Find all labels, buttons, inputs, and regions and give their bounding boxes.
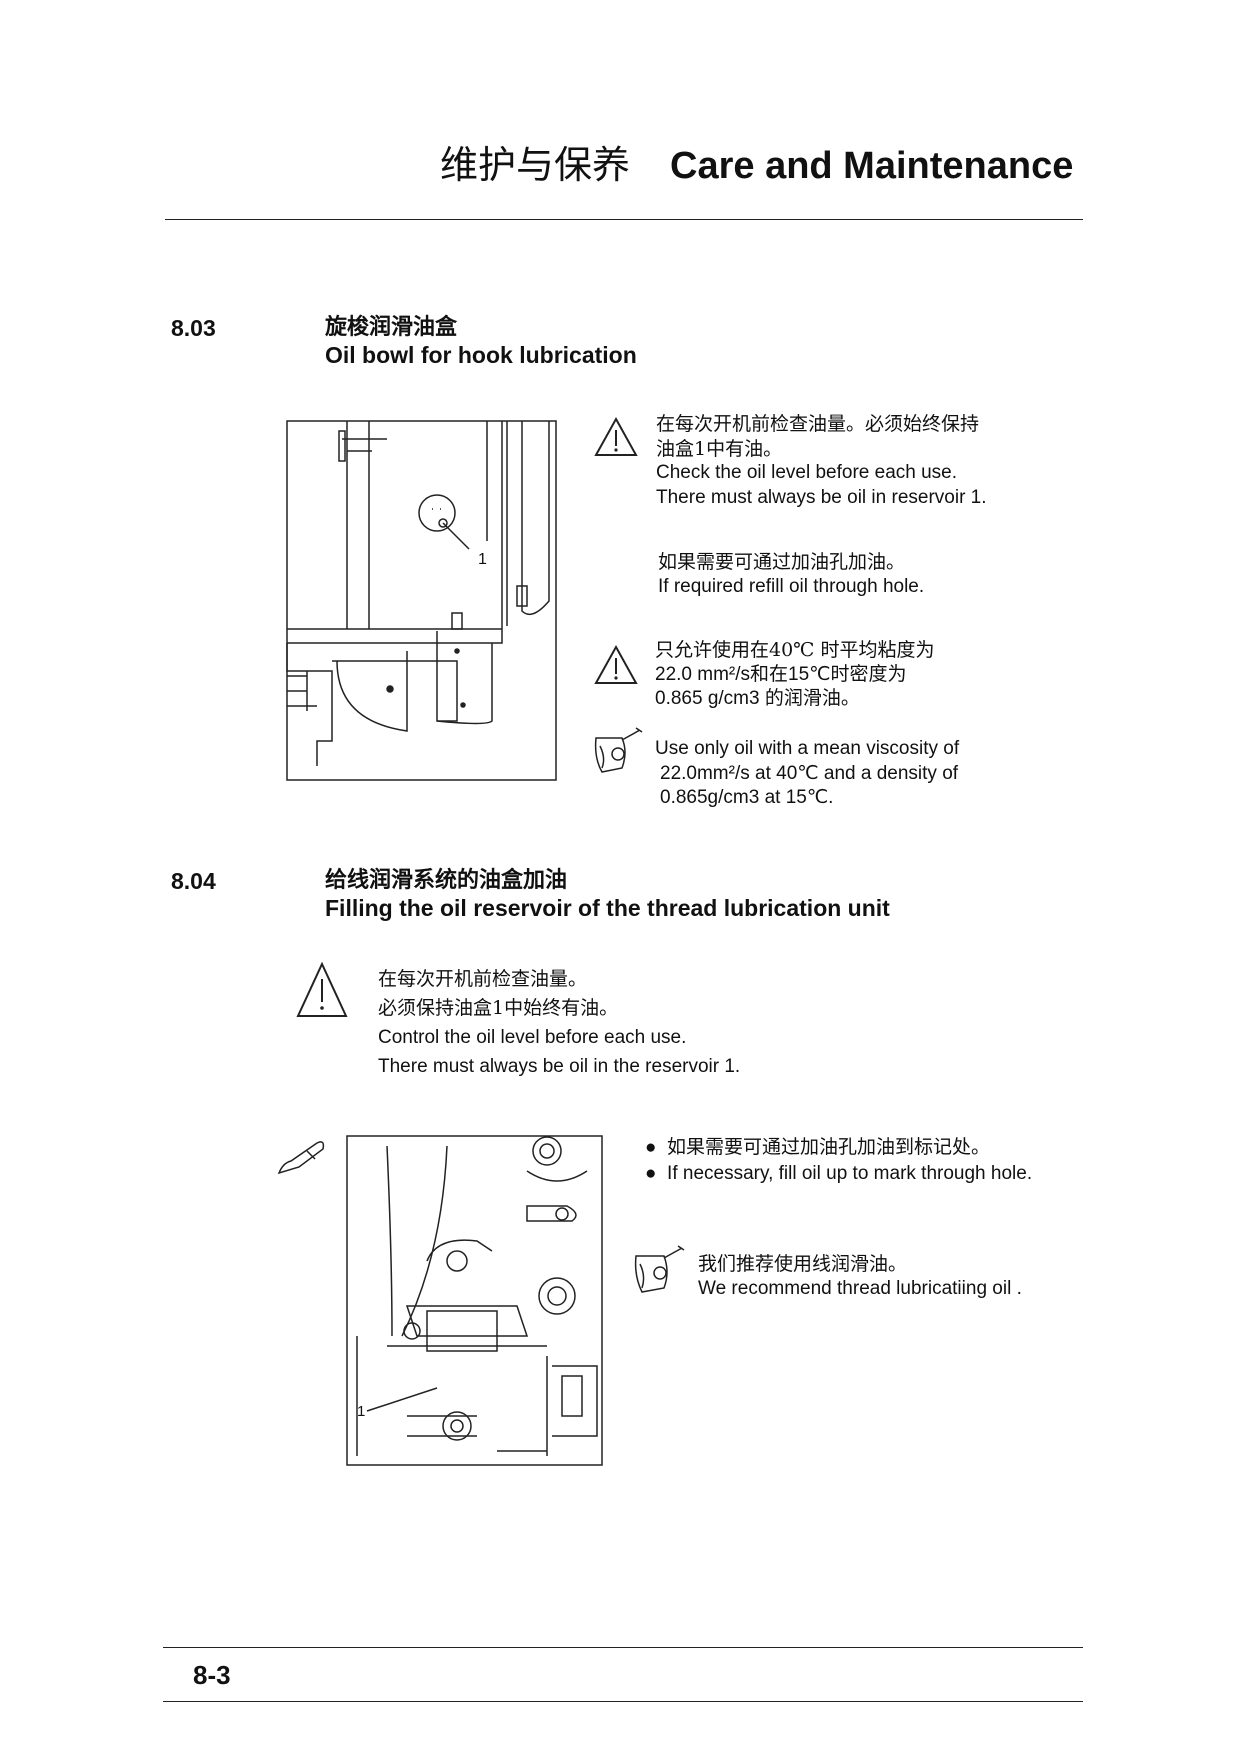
bullet-list: ● 如果需要可通过加油孔加油到标记处。 ● If necessary, fill… <box>645 1134 1032 1187</box>
figure-callout: 1 <box>478 551 487 568</box>
note-line: Use only oil with a mean viscosity of <box>655 738 960 759</box>
bullet-text: If necessary, fill oil up to mark throug… <box>667 1163 1033 1184</box>
note-line: 我们推荐使用线润滑油。 <box>698 1253 908 1275</box>
warning-line: 必须保持油盒1中始终有油。 <box>378 997 619 1019</box>
warning-line: 在每次开机前检查油量。 <box>378 968 588 990</box>
note-line: 22.0 mm²/s和在15℃时密度为 <box>655 663 907 685</box>
section-title-cn: 旋梭润滑油盒 <box>325 314 458 340</box>
warning-triangle-icon <box>594 644 638 684</box>
section-number: 8.03 <box>171 315 216 341</box>
note-line: We recommend thread lubricatiing oil . <box>698 1277 1022 1299</box>
note-line: 22.0mm²/s at 40℃ and a density of <box>660 762 959 784</box>
thread-oil-reservoir-figure <box>346 1135 603 1466</box>
section-number: 8.04 <box>171 868 216 894</box>
warning-line: There must always be oil in the reservoi… <box>378 1056 741 1077</box>
oil-dropper-icon <box>277 1141 325 1175</box>
bullet-icon: ● <box>645 1137 668 1158</box>
page-number: 8-3 <box>193 1660 231 1690</box>
section-title-en: Filling the oil reservoir of the thread … <box>325 895 890 921</box>
page-header: 维护与保养 Care and Maintenance <box>440 134 1073 189</box>
oil-can-mascot-icon <box>594 727 643 773</box>
note-line: 0.865 g/cm3 的润滑油。 <box>655 688 860 709</box>
section-title-cn: 给线润滑系统的油盒加油 <box>325 867 568 893</box>
bullet-item: ● 如果需要可通过加油孔加油到标记处。 <box>645 1134 1032 1161</box>
bullet-text: 如果需要可通过加油孔加油到标记处。 <box>667 1136 991 1158</box>
header-title-en: Care and Maintenance <box>670 145 1074 187</box>
note-line: There must always be oil in reservoir 1. <box>656 486 987 508</box>
bullet-icon: ● <box>645 1163 668 1184</box>
section-title: 旋梭润滑油盒 Oil bowl for hook lubrication <box>325 313 637 369</box>
warning-thread-oil: 在每次开机前检查油量。 必须保持油盒1中始终有油。 Control the oi… <box>378 965 740 1081</box>
section-title: 给线润滑系统的油盒加油 Filling the oil reservoir of… <box>325 866 890 922</box>
note-oil-spec-en: Use only oil with a mean viscosity of 22… <box>655 737 959 811</box>
footer-rule-bottom <box>163 1701 1083 1702</box>
hook-oil-bowl-figure <box>286 420 557 781</box>
oil-can-mascot-icon <box>634 1245 685 1293</box>
warning-triangle-icon <box>594 416 638 456</box>
warning-line: Control the oil level before each use. <box>378 1027 687 1048</box>
warning-triangle-icon <box>296 961 348 1017</box>
note-oil-level: 在每次开机前检查油量。必须始终保持 油盒1中有油。 Check the oil … <box>656 412 987 510</box>
note-line: 油盒1中有油。 <box>656 437 783 460</box>
section-title-en: Oil bowl for hook lubrication <box>325 342 637 368</box>
note-refill: 如果需要可通过加油孔加油。 If required refill oil thr… <box>658 550 924 599</box>
note-oil-spec-cn: 只允许使用在40℃ 时平均粘度为 22.0 mm²/s和在15℃时密度为 0.8… <box>655 638 934 712</box>
footer-rule-top <box>163 1647 1083 1648</box>
note-line: 只允许使用在40℃ 时平均粘度为 <box>655 639 935 661</box>
recommend-note: 我们推荐使用线润滑油。 We recommend thread lubricat… <box>698 1252 1022 1301</box>
bullet-item: ● If necessary, fill oil up to mark thro… <box>645 1161 1032 1187</box>
note-line: 在每次开机前检查油量。必须始终保持 <box>656 413 980 435</box>
header-rule <box>165 219 1083 220</box>
figure-callout: 1 <box>357 1403 366 1420</box>
note-line: Check the oil level before each use. <box>656 462 958 483</box>
note-line: 0.865g/cm3 at 15℃. <box>660 787 834 808</box>
header-title-cn: 维护与保养 <box>440 143 631 187</box>
note-line: If required refill oil through hole. <box>658 575 925 597</box>
note-line: 如果需要可通过加油孔加油。 <box>658 551 906 573</box>
